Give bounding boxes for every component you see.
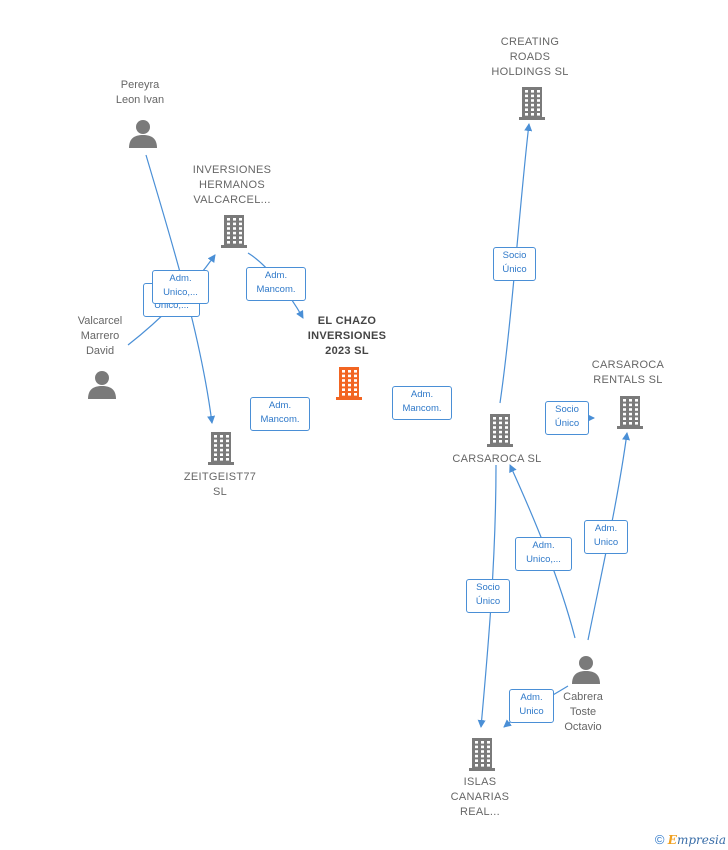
building-icon[interactable] [218,213,250,254]
node-label-carsaroca-rentals[interactable]: CARSAROCA RENTALS SL [591,359,665,386]
node-label-inversiones-hermanos-valcarcel[interactable]: INVERSIONES HERMANOS VALCARCEL... [192,164,272,206]
person-icon[interactable] [87,369,117,404]
building-icon[interactable] [484,412,516,453]
brand-initial: E [667,833,677,847]
node-label-cabrera-toste-octavio[interactable]: Cabrera Toste Octavio [563,691,603,733]
node-label-el-chazo-inversiones[interactable]: EL CHAZO INVERSIONES 2023 SL [307,315,387,357]
brand-rest: mpresia [676,833,726,847]
building-icon[interactable] [205,430,237,471]
edge-label-inversiones-to-chazo[interactable]: Adm. Mancom. [246,267,306,301]
building-icon[interactable] [516,85,548,126]
footer-brand[interactable]: © Empresia [655,832,726,847]
person-icon[interactable] [571,654,601,689]
edge-label-cabrera-to-carsaroca[interactable]: Adm. Unico,... [515,537,572,571]
edge-label-zeitgeist-to-chazo[interactable]: Adm. Mancom. [250,397,310,431]
copyright-symbol: © [654,832,665,847]
building-icon[interactable] [333,365,365,406]
edge-label-cabrera-to-islas[interactable]: Adm. Unico [509,689,554,723]
building-icon[interactable] [466,736,498,777]
edge-label-carsaroca-to-creating[interactable]: Socio Único [493,247,536,281]
person-icon[interactable] [128,118,158,153]
node-label-zeitgeist77[interactable]: ZEITGEIST77 SL [183,471,257,498]
node-label-pereyra-leon-ivan[interactable]: Pereyra Leon Ivan [115,79,165,106]
node-label-islas-canarias-real[interactable]: ISLAS CANARIAS REAL... [450,776,510,818]
building-icon[interactable] [614,394,646,435]
edge-label-cabrera-to-rentals[interactable]: Adm. Unico [584,520,628,554]
edge-label-carsaroca-to-chazo[interactable]: Adm. Mancom. [392,386,452,420]
node-label-valcarcel-marrero-david[interactable]: Valcarcel Marrero David [77,315,123,357]
node-label-creating-roads-holdings[interactable]: CREATING ROADS HOLDINGS SL [491,36,569,78]
node-label-carsaroca[interactable]: CARSAROCA SL [452,453,542,465]
edge-label-carsaroca-to-islas[interactable]: Socio Único [466,579,510,613]
edge-label-pereyra-to-zeitgeist[interactable]: Adm. Unico,... [152,270,209,304]
edge-label-carsaroca-to-rentals[interactable]: Socio Único [545,401,589,435]
empresia-logo: Empresia [668,833,726,847]
